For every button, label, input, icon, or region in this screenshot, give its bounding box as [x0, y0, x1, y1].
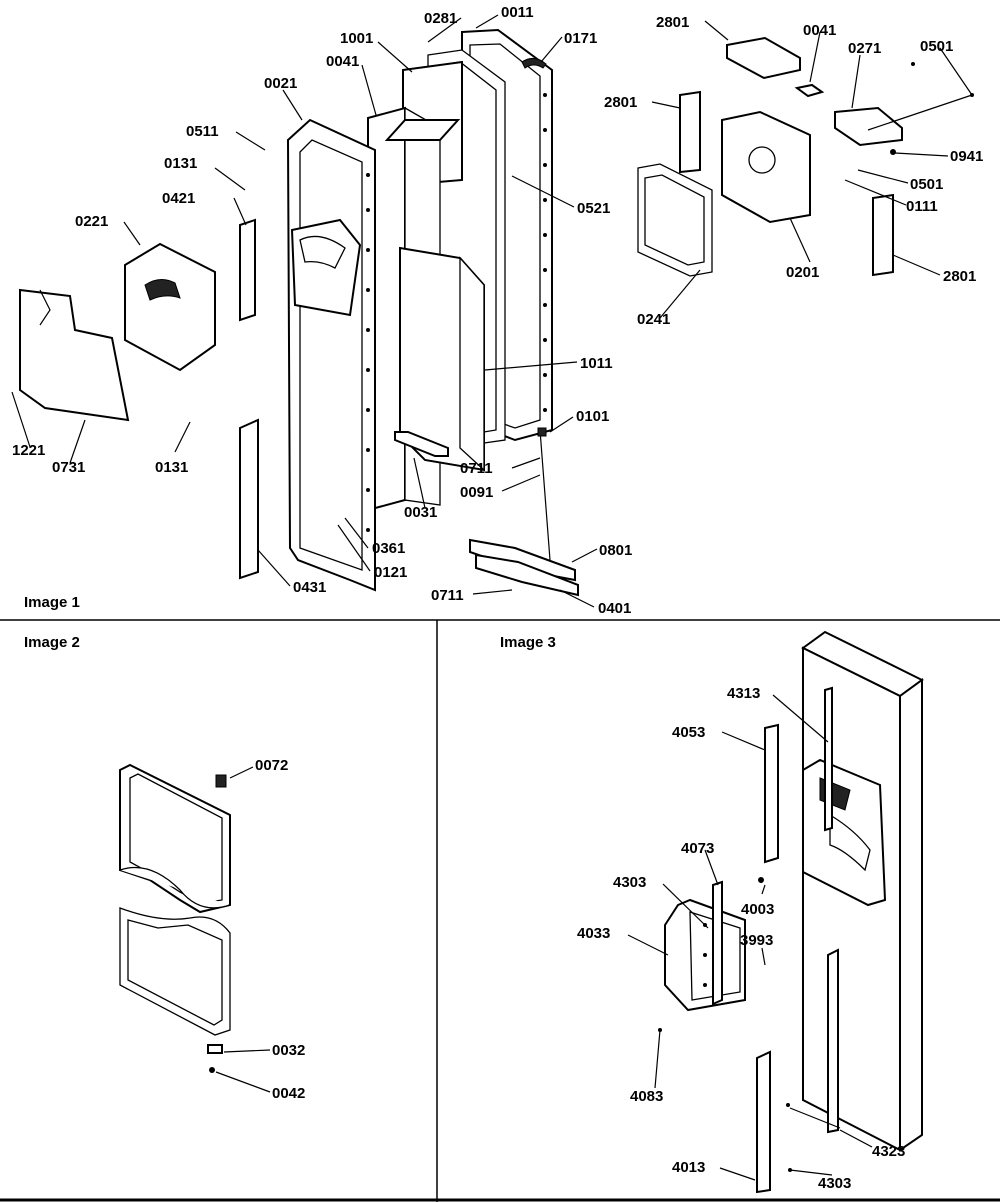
callout-0121: 0121	[374, 564, 407, 581]
callout-4003: 4003	[741, 901, 774, 918]
lower-trim-strip-4013	[756, 1050, 771, 1194]
callout-0131: 0131	[164, 155, 197, 172]
callout-0511: 0511	[186, 123, 219, 140]
callout-1221: 1221	[12, 442, 45, 459]
callout-4053: 4053	[672, 724, 705, 741]
callout-0041: 0041	[803, 22, 836, 39]
control-assembly	[637, 36, 974, 277]
lower-trim-strip	[239, 418, 259, 580]
callout-3993: 3993	[740, 932, 773, 949]
callout-0032: 0032	[272, 1042, 305, 1059]
dispenser-lever-assembly	[664, 880, 746, 1012]
callout-0431: 0431	[293, 579, 326, 596]
callout-1011: 1011	[580, 355, 613, 372]
callout-0221: 0221	[75, 213, 108, 230]
callout-0501: 0501	[920, 38, 953, 55]
callout-0271: 0271	[848, 40, 881, 57]
callout-0501: 0501	[910, 176, 943, 193]
callout-0111: 0111	[906, 198, 938, 215]
callout-0041: 0041	[326, 53, 359, 70]
dispenser-housing	[286, 118, 376, 592]
callout-4033: 4033	[577, 925, 610, 942]
image1-leader-lines	[11, 14, 973, 608]
image3-caption: Image 3	[500, 634, 556, 651]
callout-2801: 2801	[604, 94, 637, 111]
callout-0091: 0091	[460, 484, 493, 501]
callout-0072: 0072	[255, 757, 288, 774]
callout-4303: 4303	[818, 1175, 851, 1192]
callout-0361: 0361	[372, 540, 405, 557]
callout-0521: 0521	[577, 200, 610, 217]
image2-panel: 0072 0032 0042 Image 2	[24, 634, 305, 1102]
door-lower-half	[119, 907, 231, 1036]
callout-0011: 0011	[501, 4, 534, 21]
hinge-top	[215, 774, 227, 788]
callout-4303: 4303	[613, 874, 646, 891]
callout-0201: 0201	[786, 264, 819, 281]
callout-4323: 4323	[872, 1143, 905, 1160]
bottom-rail	[394, 431, 449, 457]
callout-4313: 4313	[727, 685, 760, 702]
splash-shield	[19, 288, 130, 422]
callout-0711: 0711	[431, 587, 464, 604]
image1-callouts: 0281 0011 0171 1001 0041 0021 0511 0131 …	[12, 4, 983, 617]
callout-2801: 2801	[656, 14, 689, 31]
image1-panel: 0281 0011 0171 1001 0041 0021 0511 0131 …	[11, 4, 983, 617]
hinge-bottom	[207, 1044, 223, 1073]
callout-0281: 0281	[424, 10, 457, 27]
image3-panel: 4313 4053 4073 4303 4033 4003 3993 4083 …	[500, 630, 924, 1194]
callout-4073: 4073	[681, 840, 714, 857]
callout-0711: 0711	[460, 460, 493, 477]
callout-0241: 0241	[637, 311, 670, 328]
callout-0731: 0731	[52, 459, 85, 476]
callout-0131: 0131	[155, 459, 188, 476]
left-trim-strip	[239, 218, 256, 322]
image2-caption: Image 2	[24, 634, 80, 651]
callout-0941: 0941	[950, 148, 983, 165]
image1-caption: Image 1	[24, 594, 80, 611]
small-fasteners	[658, 877, 792, 1172]
callout-4083: 4083	[630, 1088, 663, 1105]
callout-0101: 0101	[576, 408, 609, 425]
door-upper-half	[119, 763, 231, 914]
panel-frames	[0, 619, 1000, 1202]
callout-2801: 2801	[943, 268, 976, 285]
bottom-bracket	[469, 538, 579, 597]
hinge-pin	[537, 427, 551, 561]
callout-0401: 0401	[598, 600, 631, 617]
callout-0171: 0171	[564, 30, 597, 47]
callout-0042: 0042	[272, 1085, 305, 1102]
callout-1001: 1001	[340, 30, 373, 47]
callout-0031: 0031	[404, 504, 437, 521]
callout-0801: 0801	[599, 542, 632, 559]
image3-leader-lines	[627, 694, 873, 1181]
refrigerator-door-body	[801, 630, 924, 1152]
panel-holes	[543, 93, 547, 412]
dispenser-trim-right	[824, 686, 839, 1134]
callout-0021: 0021	[264, 75, 297, 92]
callout-0421: 0421	[162, 190, 195, 207]
callout-4013: 4013	[672, 1159, 705, 1176]
trim-piece-4053	[764, 723, 779, 864]
image2-leader-lines	[215, 766, 271, 1093]
dispenser-cover	[124, 242, 216, 372]
